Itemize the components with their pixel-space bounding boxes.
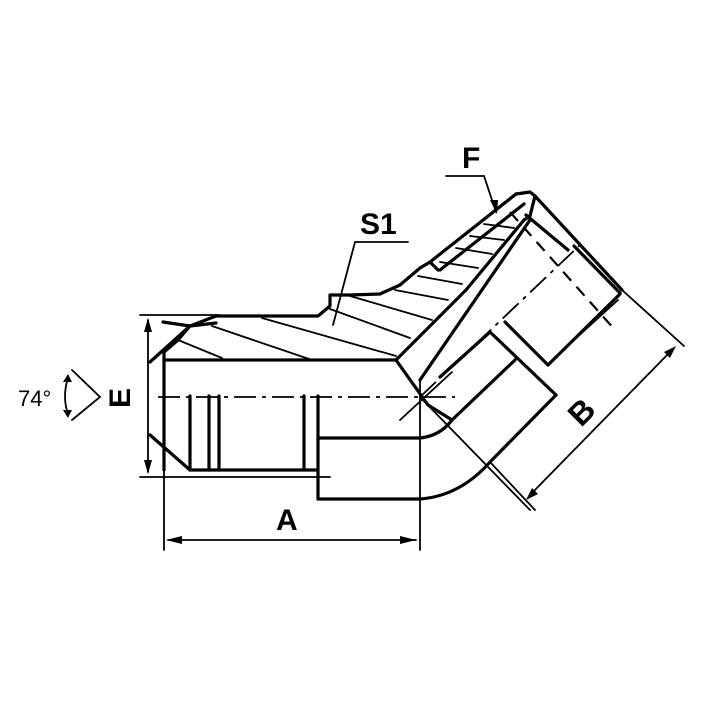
flare-angle-label: 74° bbox=[18, 386, 52, 411]
center-lines bbox=[158, 211, 616, 511]
dimension-e bbox=[139, 314, 331, 478]
dimension-a bbox=[163, 379, 421, 551]
hex-size-label: S1 bbox=[360, 208, 397, 241]
leaders bbox=[332, 175, 498, 326]
flare-angle-symbol bbox=[63, 369, 102, 421]
hex-section bbox=[162, 223, 515, 362]
dimension-b bbox=[489, 289, 685, 511]
dimension-a-label: A bbox=[276, 504, 298, 537]
left-body bbox=[148, 320, 492, 501]
thread-f-label: F bbox=[462, 142, 481, 175]
angled-end bbox=[418, 190, 624, 464]
dimension-e-label: E bbox=[104, 387, 137, 408]
